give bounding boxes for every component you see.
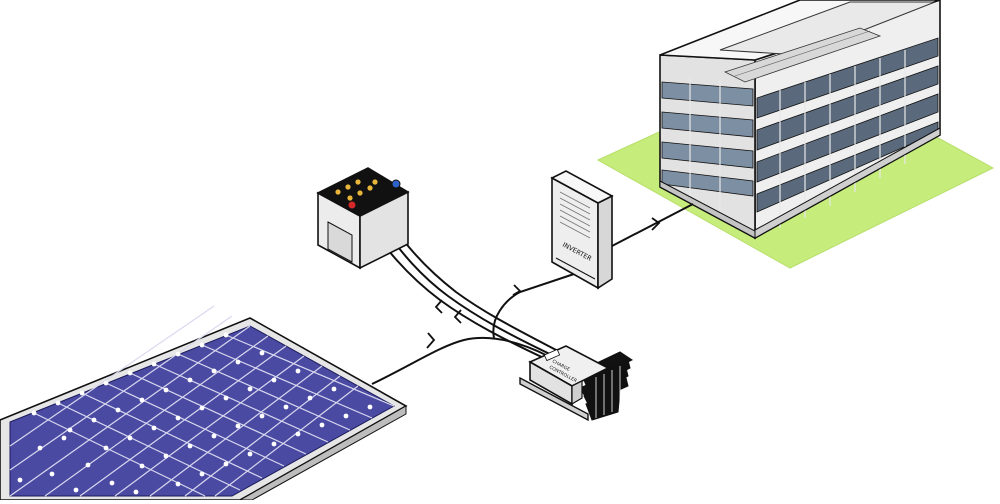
battery-terminal-negative (391, 179, 401, 189)
controller-base (519, 376, 589, 422)
solar-panel-cells (9, 325, 396, 497)
battery-top (316, 167, 410, 217)
wire-panel-controller (371, 337, 549, 385)
wire-inverter-building (611, 203, 694, 247)
solar-cell-dots (17, 332, 373, 495)
arrow-icon (426, 332, 436, 349)
arrow-icon (651, 217, 661, 231)
flow-arrows (426, 217, 661, 349)
battery-terminal-positive (347, 200, 357, 210)
arrow-icon (434, 299, 443, 314)
battery-icon (316, 167, 410, 270)
arrow-icon (453, 309, 462, 324)
building-windows-left (661, 81, 754, 197)
inverter-side (597, 194, 613, 290)
building-windows-right (756, 37, 939, 213)
solar-panel-icon (0, 305, 408, 501)
charge-controller-icon: CHARGE CONTROLLER (519, 345, 633, 422)
office-building-icon (659, 0, 941, 240)
wire-controller-inverter (492, 271, 581, 339)
inverter-icon: INVERTER (550, 170, 614, 290)
arrow-icon (512, 284, 522, 296)
inverter-top (550, 170, 614, 204)
